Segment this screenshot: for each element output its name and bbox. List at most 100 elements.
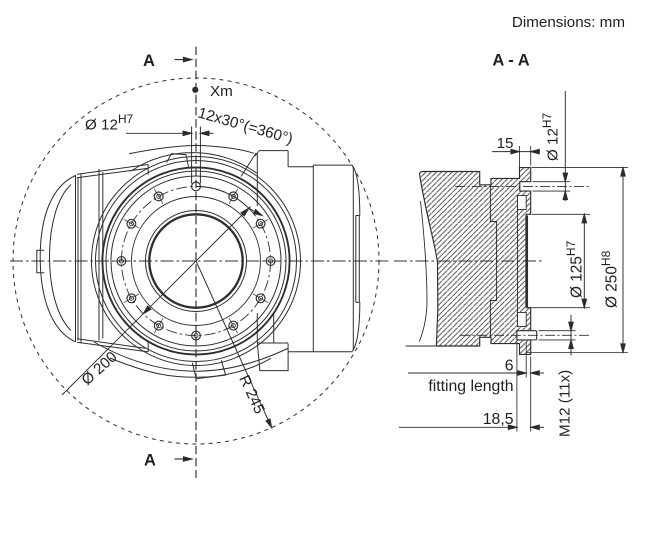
wrist-body-outline (76, 338, 146, 349)
flange-step-circle (105, 170, 287, 352)
drawing-line (252, 293, 269, 304)
drawing-line (228, 317, 239, 334)
wrist-body-outline (76, 167, 149, 179)
dim-arrowhead (620, 165, 626, 177)
wrist-body-outline (256, 342, 289, 372)
housing-rim-inner (95, 160, 297, 362)
bolt-hole (252, 293, 269, 304)
drawing-circle (153, 320, 164, 331)
swept-radius-label: R 245 (235, 373, 268, 417)
casting-rear-contour (418, 200, 428, 342)
drawing-line (123, 218, 140, 229)
dowel-depth-label: 15 (497, 135, 514, 152)
drawing-circle (258, 221, 264, 227)
wrist-body-outline (191, 360, 227, 380)
wrist-body-outline (93, 341, 288, 372)
drawing-circle (118, 258, 124, 264)
dim-arrowhead (568, 321, 574, 333)
thread-spec-label: M12 (11x) (557, 370, 574, 437)
bolt-circle-label: Ø 200 (78, 348, 120, 388)
section-title: A - A (492, 52, 529, 70)
drawing-line (153, 188, 164, 205)
section-marker-bottom: A (144, 452, 156, 470)
front-view-dims (61, 56, 273, 462)
wrist-body-outline (48, 184, 72, 331)
drawing-circle (230, 193, 236, 199)
drawing-line (123, 293, 140, 304)
drawing-circle (228, 320, 239, 331)
flange-dim-label: Ø 250H8 (599, 250, 621, 308)
drawing-circle (128, 295, 134, 301)
dim-arrowhead (562, 172, 569, 184)
drawing-line (153, 317, 164, 334)
drawing-circle (255, 218, 266, 229)
wrist-body-outline (351, 302, 361, 352)
section-dims (399, 91, 628, 432)
inner-step-circle (131, 196, 261, 326)
dim-arrowhead (510, 148, 522, 155)
dim-arrowhead (620, 343, 626, 355)
drawing-circle (156, 193, 162, 199)
dim-arrowhead (528, 424, 540, 431)
dim-arrowhead (182, 456, 194, 462)
drawing-circle (228, 191, 239, 202)
flange-face-circle (110, 175, 282, 347)
units-note: Dimensions: mm (512, 14, 625, 31)
wrist-body-outline (128, 144, 255, 155)
drawing-line (61, 206, 251, 396)
dim-arrowhead (528, 148, 540, 155)
relief-groove-top (517, 195, 527, 210)
wrist-body-outline (36, 249, 45, 274)
bolt-hole (228, 317, 239, 334)
dim-arrowhead (141, 305, 152, 316)
xm-point (192, 86, 199, 93)
dowel-dim-section: Ø 12H7 (540, 112, 562, 161)
drawing-circle (126, 218, 137, 229)
bolt-hole (191, 326, 201, 345)
dim-arrowhead (198, 130, 210, 137)
dim-arrowhead (182, 56, 194, 63)
drawing-line (195, 260, 273, 428)
bolt-hole (123, 293, 140, 304)
bore-chamfer-circle (145, 210, 247, 312)
drawing-circle (116, 256, 127, 266)
bolt-hole (123, 218, 140, 229)
drawing-circle (193, 333, 199, 339)
dim-arrowhead (562, 189, 569, 201)
housing-rim-outer (91, 156, 301, 366)
fit-length-label: fitting length (428, 378, 513, 395)
dowel-dim-front: Ø 12H7 (85, 112, 134, 134)
dim-arrowhead (182, 130, 194, 137)
spigot-dim-label: Ø 125H7 (564, 240, 586, 298)
wrist-body-outline (76, 341, 149, 353)
drawing-circle (128, 221, 134, 227)
dowel-hole (191, 126, 201, 192)
thread-depth-label: 18,5 (483, 411, 514, 428)
dim-arrowhead (568, 338, 574, 349)
dim-arrowhead (517, 370, 529, 376)
ref-point-label: Xm (210, 83, 233, 100)
wrist-body-outline (109, 357, 272, 378)
drawing-circle (265, 256, 276, 266)
flange-od-circle (101, 166, 291, 356)
bolt-hole (261, 256, 280, 266)
drawing-circle (156, 323, 162, 329)
front-view (10, 46, 389, 478)
drawing-circle (268, 258, 274, 264)
bolt-hole (252, 218, 269, 229)
drawing-circle (255, 293, 266, 304)
dim-arrowhead (581, 212, 588, 224)
dim-arrowhead (507, 424, 519, 431)
dim-arrowhead (240, 206, 251, 217)
wrist-body-outline (39, 175, 76, 343)
drawing-circle (230, 323, 236, 329)
drawing-circle (126, 293, 137, 304)
drawing-circle (258, 295, 264, 301)
dim-arrowhead (581, 298, 588, 310)
dim-arrowhead (265, 418, 273, 430)
wrist-body-outline (254, 150, 289, 157)
centering-bore-circle (148, 213, 244, 309)
fit-depth-label: 6 (505, 358, 514, 375)
